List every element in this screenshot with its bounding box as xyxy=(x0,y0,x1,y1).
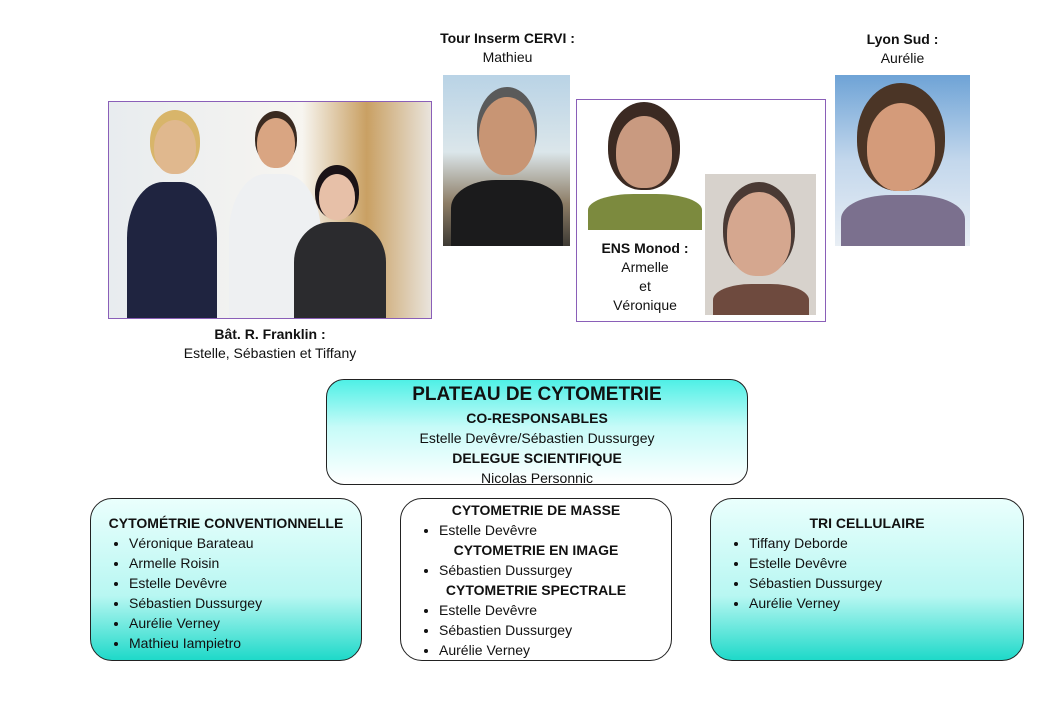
photo-body xyxy=(713,284,809,315)
co-heading: CO-RESPONSABLES xyxy=(466,410,608,426)
veronique-photo xyxy=(705,174,816,315)
photo-body xyxy=(588,194,702,230)
photo-body xyxy=(127,182,217,318)
list-item: Véronique Barateau xyxy=(129,533,361,553)
list-item: Aurélie Verney xyxy=(439,640,671,660)
site-people: Estelle, Sébastien et Tiffany xyxy=(183,345,357,361)
list-item: Sébastien Dussurgey xyxy=(439,620,671,640)
photo-person-estelle xyxy=(154,120,196,174)
list-item: Mathieu Iampietro xyxy=(129,633,361,653)
member-list: Tiffany Deborde Estelle Devêvre Sébastie… xyxy=(711,533,1023,613)
list-item: Estelle Devêvre xyxy=(439,600,671,620)
list-item: Aurélie Verney xyxy=(749,593,1023,613)
photo-face xyxy=(867,103,935,191)
photo-body xyxy=(451,180,563,246)
section-title: CYTOMÉTRIE CONVENTIONNELLE xyxy=(108,515,344,531)
site-people: Véronique xyxy=(613,297,677,313)
member-list: Véronique Barateau Armelle Roisin Estell… xyxy=(91,533,361,653)
platform-box: PLATEAU DE CYTOMETRIE CO-RESPONSABLES Es… xyxy=(326,379,748,486)
franklin-photo-frame xyxy=(108,101,432,319)
site-name: ENS Monod : xyxy=(601,240,689,256)
delegate-heading: DELEGUE SCIENTIFIQUE xyxy=(452,450,622,466)
unit-mass-image-spectral: CYTOMETRIE DE MASSE Estelle Devêvre CYTO… xyxy=(400,498,672,661)
list-item: Estelle Devêvre xyxy=(749,553,1023,573)
site-label-cervi: Tour Inserm CERVI : Mathieu xyxy=(420,29,595,67)
member-list: Estelle Devêvre xyxy=(401,520,671,540)
site-name: Lyon Sud : xyxy=(866,31,939,47)
site-label-lyon-sud: Lyon Sud : Aurélie xyxy=(840,30,965,68)
list-item: Aurélie Verney xyxy=(129,613,361,633)
photo-body xyxy=(841,195,965,246)
section-title: CYTOMETRIE EN IMAGE xyxy=(453,542,619,558)
member-list: Estelle Devêvre Sébastien Dussurgey Auré… xyxy=(401,600,671,660)
photo-body xyxy=(294,222,386,318)
delegate-name: Nicolas Personnic xyxy=(480,470,594,486)
section-title: CYTOMETRIE DE MASSE xyxy=(451,502,621,518)
co-names: Estelle Devêvre/Sébastien Dussurgey xyxy=(419,430,655,446)
list-item: Sébastien Dussurgey xyxy=(129,593,361,613)
ens-monod-frame xyxy=(576,99,826,322)
site-people: Mathieu xyxy=(482,49,533,65)
photo-face xyxy=(616,116,672,188)
section-title: CYTOMETRIE SPECTRALE xyxy=(445,582,627,598)
site-name: Bât. R. Franklin : xyxy=(214,326,326,342)
list-item: Armelle Roisin xyxy=(129,553,361,573)
list-item: Sébastien Dussurgey xyxy=(749,573,1023,593)
list-item: Estelle Devêvre xyxy=(439,520,671,540)
photo-person-sebastien xyxy=(257,118,295,168)
site-label-franklin: Bât. R. Franklin : Estelle, Sébastien et… xyxy=(130,325,410,363)
unit-conventional: CYTOMÉTRIE CONVENTIONNELLE Véronique Bar… xyxy=(90,498,362,661)
site-name: Tour Inserm CERVI : xyxy=(440,30,575,46)
site-label-ens-monod: ENS Monod : Armelle et Véronique xyxy=(590,239,700,315)
site-people: Aurélie xyxy=(880,50,925,66)
list-item: Tiffany Deborde xyxy=(749,533,1023,553)
photo-person-tiffany xyxy=(319,174,355,220)
platform-title: PLATEAU DE CYTOMETRIE xyxy=(412,384,662,405)
armelle-photo xyxy=(586,102,704,230)
aurelie-photo xyxy=(835,75,970,246)
section-title: TRI CELLULAIRE xyxy=(809,515,925,531)
list-item: Sébastien Dussurgey xyxy=(439,560,671,580)
photo-face xyxy=(727,192,791,276)
list-item: Estelle Devêvre xyxy=(129,573,361,593)
photo-face xyxy=(479,97,535,175)
site-people: et xyxy=(639,278,651,294)
member-list: Sébastien Dussurgey xyxy=(401,560,671,580)
site-people: Armelle xyxy=(621,259,669,275)
unit-cell-sorting: TRI CELLULAIRE Tiffany Deborde Estelle D… xyxy=(710,498,1024,661)
mathieu-photo xyxy=(443,75,570,246)
